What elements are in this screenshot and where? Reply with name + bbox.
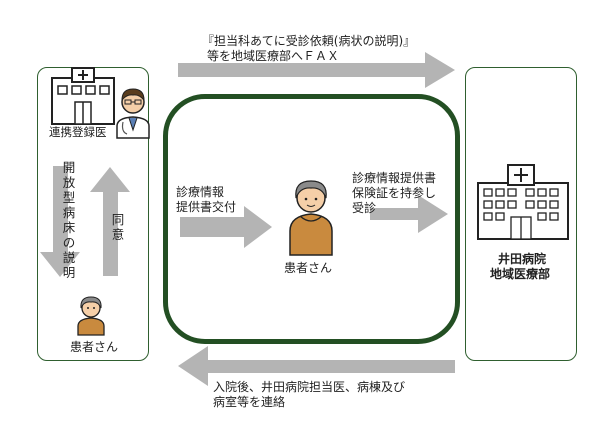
left-patient-label: 患者さん	[70, 340, 119, 354]
explanation-vertical-text: 開放型病床の説明	[62, 160, 76, 280]
hospital-name-line2: 地域医療部	[490, 267, 551, 281]
referral-issued-text-line2: 提供書交付	[176, 200, 237, 214]
bring-docs-text-line3: 受診	[352, 201, 377, 215]
bottom-arrow-text-line1: 入院後、井田病院担当医、病棟及び	[213, 380, 406, 394]
bring-docs-text-line2: 保険証を持参し	[352, 186, 437, 200]
bring-docs-text-line1: 診療情報提供書	[352, 171, 437, 185]
hospital-name-line1: 井田病院	[498, 252, 547, 266]
bottom-arrow-text-line2: 病室等を連絡	[213, 395, 286, 409]
patient-large-icon	[289, 180, 333, 256]
consent-vertical-text: 同意	[111, 212, 125, 242]
top-arrow-text-line2: 等を地域医療部へＦＡＸ	[207, 49, 340, 63]
patient-small-icon	[77, 296, 105, 336]
hospital-building-icon	[477, 164, 569, 240]
center-patient-label: 患者さん	[284, 261, 333, 275]
clinic-building-icon	[51, 67, 115, 125]
referral-issued-text-line1: 診療情報	[176, 185, 225, 199]
doctor-icon	[116, 88, 150, 139]
top-arrow-text-line1: 『担当科あてに受診依頼(病状の説明)』	[202, 34, 416, 48]
center-process-box	[163, 94, 460, 344]
referring-doctor-label: 連携登録医	[49, 125, 107, 139]
